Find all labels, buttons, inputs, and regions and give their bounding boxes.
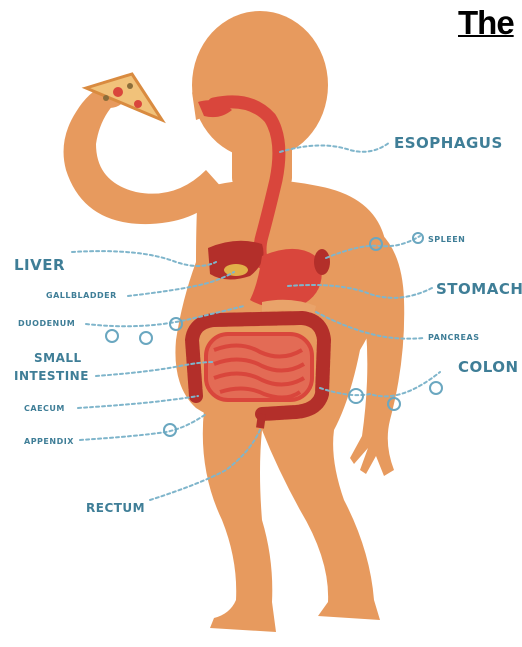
label-rectum: RECTUM [86,501,145,515]
spleen-organ [314,249,330,275]
rectum-organ [260,414,262,428]
label-small-intestine-line1: SMALL [34,351,82,365]
gallbladder-organ [224,264,248,276]
label-caecum: CAECUM [24,404,65,413]
label-colon: COLON [458,358,519,376]
label-appendix: APPENDIX [24,437,74,446]
label-gallbladder: GALLBLADDER [46,291,117,300]
diagram-title: The [458,4,514,42]
label-esophagus: ESOPHAGUS [394,134,503,152]
label-stomach: STOMACH [436,280,522,298]
label-duodenum: DUODENUM [18,319,75,328]
small-intestine-organ [206,334,312,400]
label-spleen: SPLEEN [428,235,465,244]
label-pancreas: PANCREAS [428,333,479,342]
label-liver: LIVER [14,256,65,274]
label-small-intestine-line2: INTESTINE [14,369,89,383]
